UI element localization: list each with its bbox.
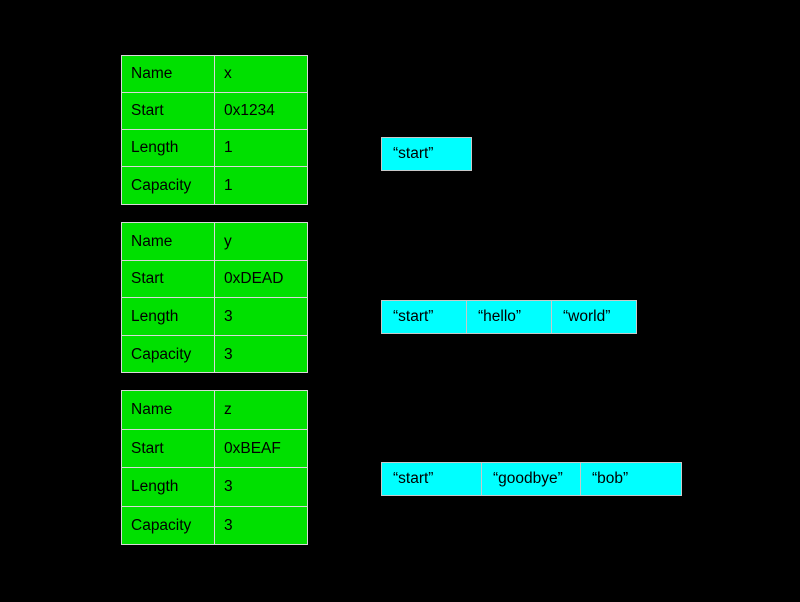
struct-field-label: Name bbox=[122, 391, 215, 429]
struct-field-label: Start bbox=[122, 429, 215, 467]
struct-field-value: 0xBEAF bbox=[224, 439, 281, 457]
struct-field-value: 0xDEAD bbox=[224, 270, 284, 287]
buffer-slot: “bob” bbox=[592, 470, 629, 488]
struct-field-value: 3 bbox=[224, 307, 233, 325]
buffer-slot: “goodbye” bbox=[482, 463, 581, 495]
struct-field-label: Capacity bbox=[122, 335, 215, 373]
struct-field-label: Start bbox=[122, 93, 215, 129]
struct-row: Capacity 1 bbox=[122, 167, 307, 204]
struct-field-value: 3 bbox=[224, 517, 233, 534]
struct-field-value: 3 bbox=[224, 478, 233, 495]
struct-row: Length 3 bbox=[122, 298, 307, 336]
struct-row: Start 0xDEAD bbox=[122, 260, 307, 298]
struct-row: Start 0x1234 bbox=[122, 93, 307, 130]
struct-row: Length 3 bbox=[122, 468, 307, 507]
buffer-slot: “start” bbox=[382, 463, 482, 495]
struct-row: Capacity 3 bbox=[122, 335, 307, 373]
buffer-slot: “hello” bbox=[467, 301, 552, 333]
struct-field-value: 1 bbox=[224, 176, 233, 194]
struct-field-label: Length bbox=[122, 468, 215, 506]
struct-row: Capacity 3 bbox=[122, 506, 307, 545]
struct-field-label: Capacity bbox=[122, 506, 215, 545]
buffer-slot: “world” bbox=[563, 308, 611, 326]
buffer-z: “start”“goodbye” “bob” bbox=[381, 462, 682, 496]
struct-row: Length 1 bbox=[122, 130, 307, 167]
struct-field-label: Start bbox=[122, 260, 215, 297]
struct-field-label: Name bbox=[122, 56, 215, 92]
struct-row: Start 0xBEAF bbox=[122, 429, 307, 468]
buffer-slot: “start” bbox=[393, 145, 434, 163]
struct-field-label: Length bbox=[122, 130, 215, 166]
buffer-x: “start” bbox=[381, 137, 472, 171]
struct-field-value: 0x1234 bbox=[224, 102, 275, 120]
struct-field-label: Name bbox=[122, 223, 215, 260]
buffer-slot: “start” bbox=[382, 301, 467, 333]
struct-field-label: Capacity bbox=[122, 167, 215, 204]
struct-field-value: z bbox=[224, 401, 232, 418]
struct-field-value: y bbox=[224, 232, 232, 250]
struct-field-value: 1 bbox=[224, 139, 233, 157]
struct-field-label: Length bbox=[122, 298, 215, 335]
struct-field-value: x bbox=[224, 65, 232, 83]
buffer-y: “start”“hello” “world” bbox=[381, 300, 637, 334]
struct-field-value: 3 bbox=[224, 345, 233, 363]
